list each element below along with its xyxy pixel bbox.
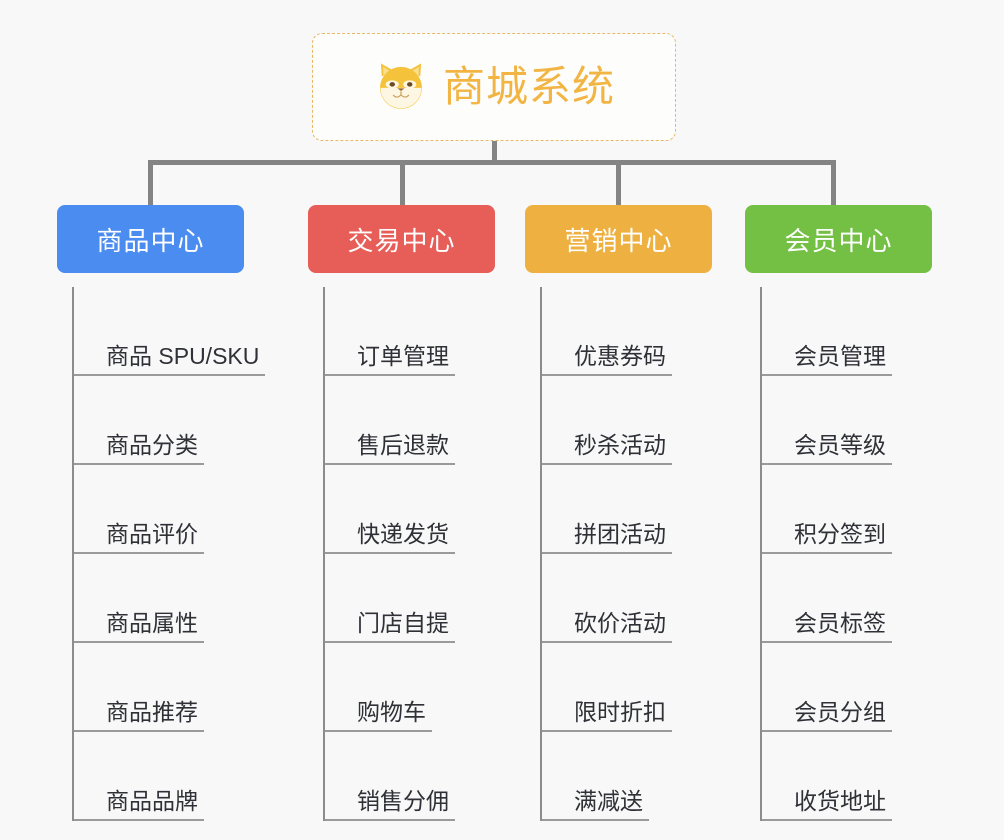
leaf-label: 秒杀活动	[542, 432, 672, 465]
connector-stem	[492, 141, 497, 164]
leaf-label: 订单管理	[325, 343, 455, 376]
leaf-item[interactable]: 秒杀活动	[542, 376, 712, 465]
leaf-label: 商品评价	[74, 521, 204, 554]
leaf-item[interactable]: 限时折扣	[542, 643, 712, 732]
leaf-list-marketing-center: 优惠券码 秒杀活动 拼团活动 砍价活动 限时折扣 满减送	[540, 287, 712, 821]
connector-drop-product-center	[148, 160, 153, 208]
leaf-label: 商品属性	[74, 610, 204, 643]
branch-trade-center: 交易中心 订单管理 售后退款 快递发货 门店自提 购物车 销售分佣	[308, 205, 495, 821]
leaf-label: 会员分组	[762, 699, 892, 732]
leaf-item[interactable]: 砍价活动	[542, 554, 712, 643]
leaf-item[interactable]: 订单管理	[325, 287, 495, 376]
leaf-label: 售后退款	[325, 432, 455, 465]
category-header-marketing-center[interactable]: 营销中心	[525, 205, 712, 273]
branch-marketing-center: 营销中心 优惠券码 秒杀活动 拼团活动 砍价活动 限时折扣 满减送	[525, 205, 712, 821]
leaf-item[interactable]: 拼团活动	[542, 465, 712, 554]
leaf-list-member-center: 会员管理 会员等级 积分签到 会员标签 会员分组 收货地址	[760, 287, 932, 821]
leaf-list-trade-center: 订单管理 售后退款 快递发货 门店自提 购物车 销售分佣	[323, 287, 495, 821]
leaf-item[interactable]: 优惠券码	[542, 287, 712, 376]
leaf-label: 满减送	[542, 788, 649, 821]
category-label: 会员中心	[784, 225, 893, 256]
leaf-label: 商品 SPU/SKU	[74, 343, 266, 376]
leaf-label: 优惠券码	[542, 343, 672, 376]
leaf-item[interactable]: 门店自提	[325, 554, 495, 643]
root-node[interactable]: 商城系统	[312, 33, 676, 141]
category-label: 交易中心	[347, 225, 456, 256]
category-label: 商品中心	[96, 225, 205, 256]
leaf-label: 会员管理	[762, 343, 892, 376]
connector-bus	[148, 160, 834, 165]
root-title: 商城系统	[442, 63, 615, 110]
leaf-item[interactable]: 积分签到	[762, 465, 932, 554]
leaf-item[interactable]: 销售分佣	[325, 732, 495, 821]
leaf-item[interactable]: 购物车	[325, 643, 495, 732]
leaf-item[interactable]: 会员等级	[762, 376, 932, 465]
leaf-item[interactable]: 满减送	[542, 732, 712, 821]
leaf-item[interactable]: 会员分组	[762, 643, 932, 732]
leaf-label: 商品品牌	[74, 788, 204, 821]
leaf-label: 门店自提	[325, 610, 455, 643]
leaf-item[interactable]: 收货地址	[762, 732, 932, 821]
category-label: 营销中心	[564, 225, 673, 256]
connector-drop-marketing-center	[616, 160, 621, 208]
leaf-list-product-center: 商品 SPU/SKU 商品分类 商品评价 商品属性 商品推荐 商品品牌	[72, 287, 266, 821]
leaf-label: 商品分类	[74, 432, 204, 465]
leaf-label: 会员等级	[762, 432, 892, 465]
leaf-label: 限时折扣	[542, 699, 672, 732]
connector-drop-member-center	[831, 160, 836, 208]
leaf-label: 收货地址	[762, 788, 892, 821]
leaf-item[interactable]: 快递发货	[325, 465, 495, 554]
leaf-item[interactable]: 商品分类	[74, 376, 265, 465]
leaf-item[interactable]: 会员标签	[762, 554, 932, 643]
leaf-label: 拼团活动	[542, 521, 672, 554]
branch-product-center: 商品中心 商品 SPU/SKU 商品分类 商品评价 商品属性 商品推荐 商品品牌	[57, 205, 266, 821]
leaf-label: 会员标签	[762, 610, 892, 643]
leaf-label: 购物车	[325, 699, 432, 732]
category-header-trade-center[interactable]: 交易中心	[308, 205, 495, 273]
branch-member-center: 会员中心 会员管理 会员等级 积分签到 会员标签 会员分组 收货地址	[745, 205, 932, 821]
leaf-label: 商品推荐	[74, 699, 204, 732]
leaf-item[interactable]: 商品评价	[74, 465, 265, 554]
category-header-product-center[interactable]: 商品中心	[57, 205, 244, 273]
leaf-label: 砍价活动	[542, 610, 672, 643]
leaf-label: 销售分佣	[325, 788, 455, 821]
shiba-dog-face-icon	[373, 59, 429, 115]
leaf-item[interactable]: 商品品牌	[74, 732, 265, 821]
leaf-item[interactable]: 商品属性	[74, 554, 265, 643]
leaf-item[interactable]: 商品 SPU/SKU	[74, 287, 266, 376]
leaf-item[interactable]: 售后退款	[325, 376, 495, 465]
leaf-label: 积分签到	[762, 521, 892, 554]
leaf-item[interactable]: 商品推荐	[74, 643, 265, 732]
category-header-member-center[interactable]: 会员中心	[745, 205, 932, 273]
leaf-item[interactable]: 会员管理	[762, 287, 932, 376]
leaf-label: 快递发货	[325, 521, 455, 554]
connector-drop-trade-center	[400, 160, 405, 208]
